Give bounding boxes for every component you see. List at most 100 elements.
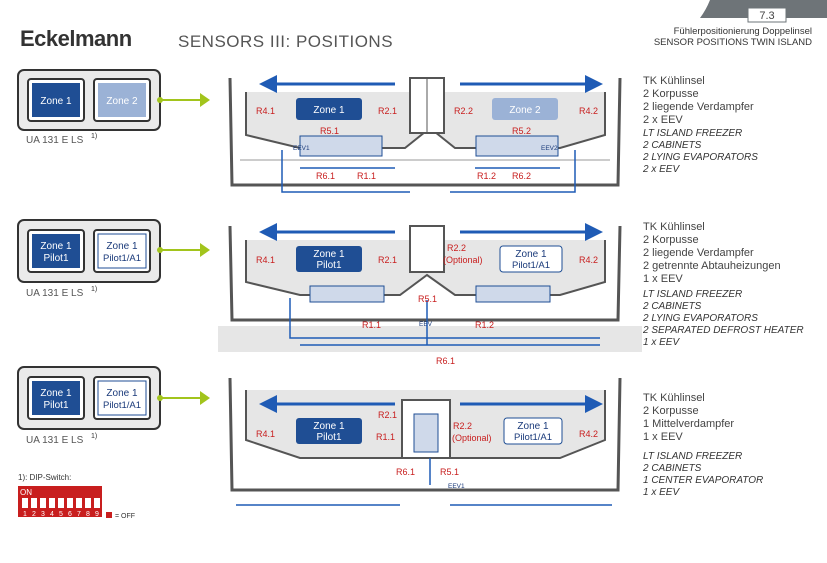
sensor-r4-1: R4.1 bbox=[256, 106, 275, 116]
center-evaporator bbox=[413, 413, 439, 453]
zone-2-label: Zone 2 bbox=[106, 96, 138, 107]
dip-on-label: ON bbox=[20, 488, 32, 497]
center-divider bbox=[409, 225, 445, 273]
dip-lever bbox=[31, 498, 37, 508]
zone-1-box-label: Zone 1 bbox=[313, 105, 345, 116]
zone-1-box bbox=[296, 98, 362, 120]
zone-1-display bbox=[32, 83, 80, 117]
desc-line-2: 2 Korpusse bbox=[643, 234, 699, 246]
dip-number: 5 bbox=[59, 511, 63, 518]
zone-1-a1-box-pilot: Pilot1/A1 bbox=[514, 432, 552, 443]
zone-1-display bbox=[32, 234, 80, 268]
desc-en-line-2: 2 CABINETS bbox=[642, 463, 702, 474]
zone-2-box-label: Zone 2 bbox=[509, 105, 541, 116]
dip-lever bbox=[94, 498, 100, 508]
sensor-r4-2: R4.2 bbox=[579, 106, 598, 116]
desc-en-line-1: LT ISLAND FREEZER bbox=[643, 128, 742, 139]
evaporator-right bbox=[475, 135, 559, 157]
eev1-label: EEV1 bbox=[293, 145, 310, 152]
desc-en-line-2: 2 CABINETS bbox=[642, 301, 702, 312]
dip-switch-caption: 1): DIP-Switch: bbox=[18, 473, 71, 482]
sensor-r5-2: R5.2 bbox=[512, 126, 531, 136]
evaporator-left bbox=[299, 135, 383, 157]
zone-1-box-label: Zone 1 bbox=[313, 249, 345, 260]
eev-label: EEV1 bbox=[448, 483, 465, 490]
desc-line-4: 2 x EEV bbox=[643, 114, 683, 126]
sensor-r2-1: R2.1 bbox=[378, 106, 397, 116]
zone-1-box-pilot: Pilot1 bbox=[316, 260, 341, 271]
page-number-box bbox=[747, 7, 787, 23]
zone-1-pilot-label: Pilot1 bbox=[43, 400, 68, 411]
cabinet-outline bbox=[228, 377, 622, 492]
pointer-arrow bbox=[200, 391, 210, 405]
zone-1-a1-pilot-label: Pilot1/A1 bbox=[103, 253, 141, 264]
zone-1-display bbox=[32, 381, 80, 415]
dip-off-legend: = OFF bbox=[115, 513, 135, 520]
refrigerant-pipe-left bbox=[281, 150, 410, 193]
dip-number: 3 bbox=[41, 511, 45, 518]
zone-1-a1-display bbox=[97, 233, 147, 269]
desc-en-line-1: LT ISLAND FREEZER bbox=[643, 451, 742, 462]
desc-en-line-4: 2 SEPARATED DEFROST HEATER bbox=[642, 325, 804, 336]
dip-lever bbox=[49, 498, 55, 508]
sensor-r1-1: R1.1 bbox=[376, 432, 395, 442]
zone-1-a1-box-label: Zone 1 bbox=[517, 421, 549, 432]
dip-number: 6 bbox=[68, 511, 72, 518]
eev-label: EEV bbox=[419, 321, 433, 328]
sensor-r6-1: R6.1 bbox=[436, 356, 455, 366]
dip-lever bbox=[40, 498, 46, 508]
desc-en-line-5: 1 x EEV bbox=[643, 337, 680, 348]
zone-2-box bbox=[492, 98, 558, 120]
pointer-dot bbox=[157, 97, 163, 103]
evaporator-right bbox=[475, 285, 551, 303]
pointer-dot bbox=[157, 247, 163, 253]
zone-1-a1-box-label: Zone 1 bbox=[515, 249, 547, 260]
desc-line-5: 1 x EEV bbox=[643, 273, 683, 285]
sensor-r2-1: R2.1 bbox=[378, 410, 397, 420]
desc-en-line-3: 2 LYING EVAPORATORS bbox=[642, 152, 758, 163]
cabinet-outline bbox=[228, 77, 622, 187]
desc-line-1: TK Kühlinsel bbox=[643, 75, 705, 87]
zone-1-pilot-box bbox=[296, 246, 362, 272]
sensor-r4-1: R4.1 bbox=[256, 429, 275, 439]
desc-en-line-1: LT ISLAND FREEZER bbox=[643, 289, 742, 300]
zone-1-a1-display bbox=[97, 380, 147, 416]
page-number: 7.3 bbox=[759, 10, 774, 22]
sensor-r6-1: R6.1 bbox=[316, 171, 335, 181]
dip-lever bbox=[22, 498, 28, 508]
sensor-r1-2: R1.2 bbox=[477, 171, 496, 181]
sensor-r2-2-optional: (Optional) bbox=[443, 255, 483, 265]
zone-1-a1-box bbox=[503, 417, 563, 445]
desc-line-2: 2 Korpusse bbox=[643, 88, 699, 100]
subtitle-german: Fühlerpositionierung Doppelinsel bbox=[674, 26, 812, 37]
dip-switch-levers bbox=[22, 498, 100, 508]
diagram-3-center-evaporator: Zone 1 Pilot1 Zone 1 Pilot1/A1 R2.1 R2.2… bbox=[228, 377, 763, 506]
controller-footnote: 1) bbox=[91, 133, 97, 140]
dip-number: 4 bbox=[50, 511, 54, 518]
zone-1-label: Zone 1 bbox=[40, 241, 72, 252]
diagram-2-separated-defrost: Zone 1 Pilot1 Zone 1 Pilot1/A1 R4.1 R2.1… bbox=[218, 221, 804, 366]
sensor-r1-2: R1.2 bbox=[475, 320, 494, 330]
refrigerant-pipes bbox=[289, 298, 600, 346]
desc-line-4: 2 getrennte Abtauheizungen bbox=[643, 260, 781, 272]
brand-logo: Eckelmann bbox=[20, 26, 132, 51]
sensor-r6-1: R6.1 bbox=[396, 467, 415, 477]
dip-lever bbox=[85, 498, 91, 508]
controller-1: Zone 1 Zone 2 UA 131 E LS 1) bbox=[17, 69, 210, 146]
dip-lever bbox=[58, 498, 64, 508]
sensor-r4-1: R4.1 bbox=[256, 255, 275, 265]
zone-1-a1-label: Zone 1 bbox=[106, 241, 138, 252]
sensor-r6-2: R6.2 bbox=[512, 171, 531, 181]
sensor-r5-1: R5.1 bbox=[320, 126, 339, 136]
zone-1-box-label: Zone 1 bbox=[313, 421, 345, 432]
desc-en-line-4: 1 x EEV bbox=[643, 487, 680, 498]
dip-lever bbox=[67, 498, 73, 508]
zone-1-label: Zone 1 bbox=[40, 388, 72, 399]
pointer-arrow bbox=[200, 243, 210, 257]
dip-number: 9 bbox=[95, 511, 99, 518]
desc-line-1: TK Kühlinsel bbox=[643, 392, 705, 404]
